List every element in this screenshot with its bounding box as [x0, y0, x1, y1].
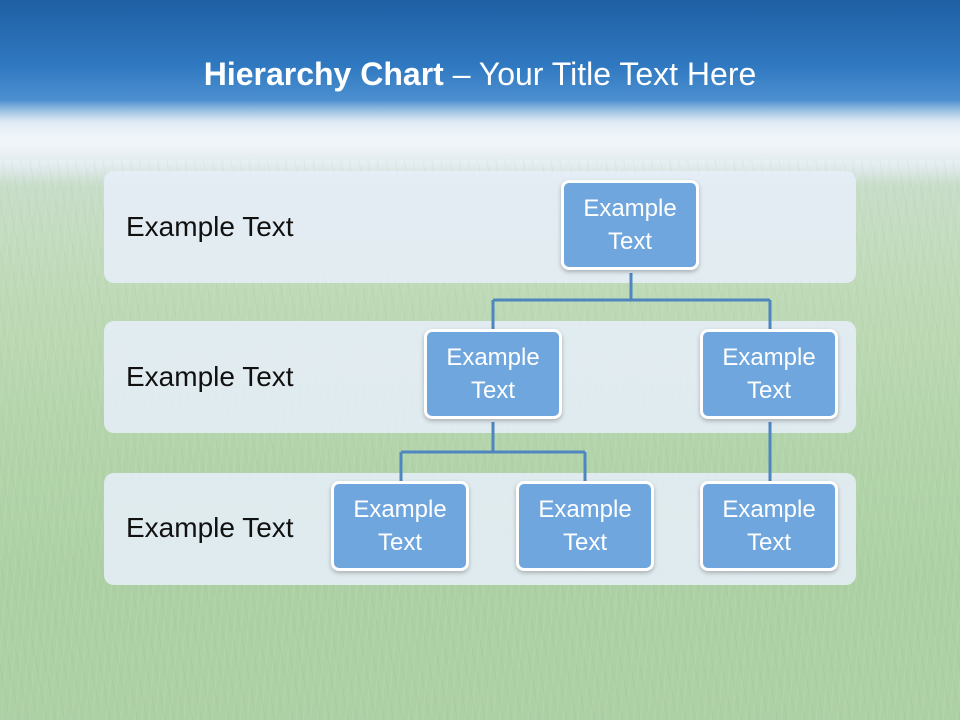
- node-level3-right[interactable]: Example Text: [700, 481, 838, 571]
- level-label-3: Example Text: [126, 512, 294, 543]
- title-bold-part: Hierarchy Chart: [203, 56, 444, 92]
- level-label-2: Example Text: [126, 361, 294, 392]
- node-level2-left-label: Example Text: [446, 344, 540, 404]
- title-dash: –: [443, 56, 479, 92]
- node-level3-left-b-label: Example Text: [538, 496, 632, 556]
- title-rest: Your Title Text Here: [478, 56, 757, 92]
- node-root-label: Example Text: [583, 195, 677, 255]
- node-root[interactable]: Example Text: [561, 180, 699, 270]
- node-level3-right-label: Example Text: [722, 496, 816, 556]
- level-band-1: [104, 171, 856, 283]
- node-level3-left-b[interactable]: Example Text: [516, 481, 654, 571]
- node-level3-left-a[interactable]: Example Text: [331, 481, 469, 571]
- node-level3-left-a-label: Example Text: [353, 496, 447, 556]
- level-label-1: Example Text: [126, 211, 294, 242]
- node-level2-right-label: Example Text: [722, 344, 816, 404]
- node-level2-left[interactable]: Example Text: [424, 329, 562, 419]
- node-level2-right[interactable]: Example Text: [700, 329, 838, 419]
- slide-title: Hierarchy Chart – Your Title Text Here: [0, 52, 960, 96]
- sky-haze: [0, 100, 960, 180]
